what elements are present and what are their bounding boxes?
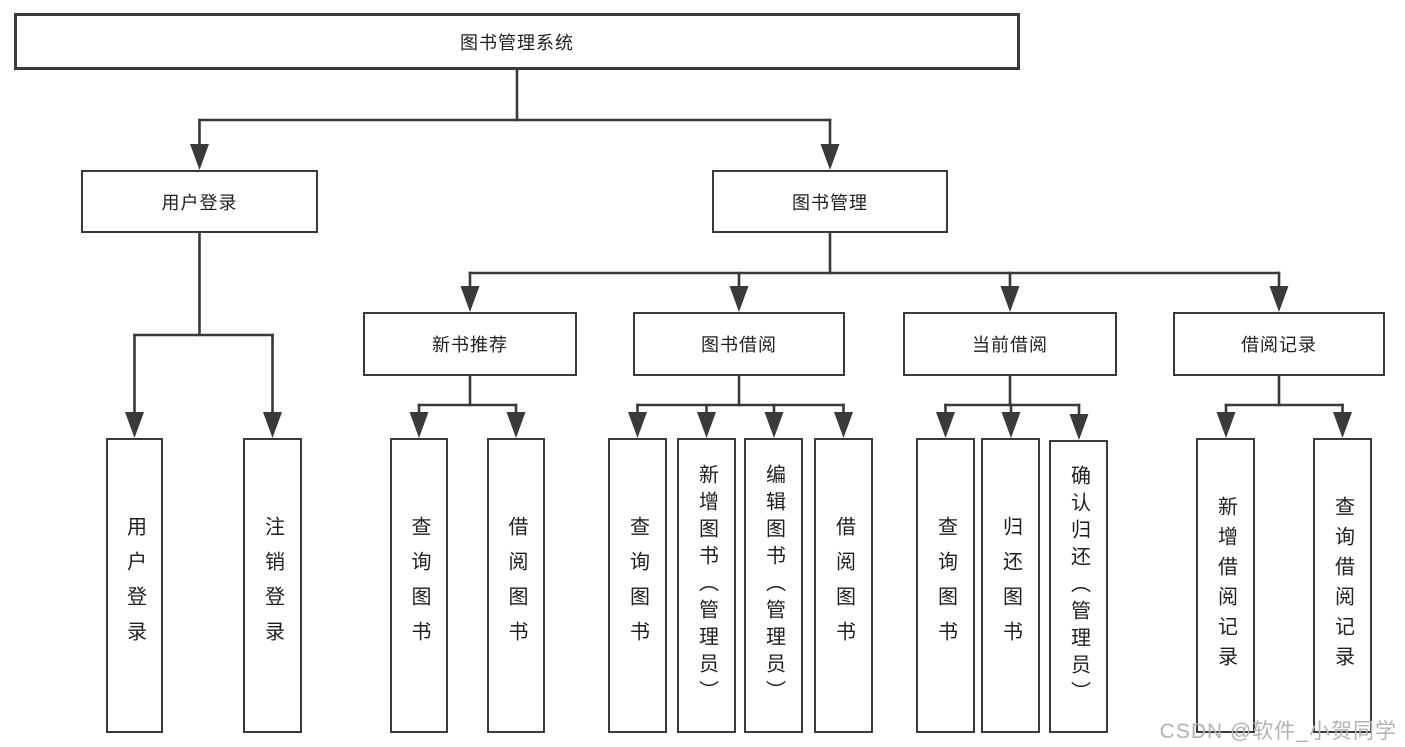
leaf-bb-borrow-book: 借阅图书	[814, 438, 873, 733]
leaf-cb-query-book: 查询图书	[916, 438, 975, 733]
leaf-cb-confirm-return-admin: 确认归还（管理员）	[1049, 440, 1108, 733]
node-borrow-records-label: 借阅记录	[1241, 335, 1317, 355]
connectors-user-login	[125, 231, 282, 438]
node-book-borrow: 图书借阅	[633, 312, 845, 376]
leaf-cb-confirm-return-admin-label: 确认归还（管理员）	[1067, 465, 1090, 708]
node-book-management: 图书管理	[712, 170, 948, 233]
leaf-user-login: 用户登录	[106, 438, 163, 733]
node-borrow-records: 借阅记录	[1173, 312, 1385, 376]
leaf-bb-edit-book-admin: 编辑图书（管理员）	[744, 438, 803, 733]
node-user-login: 用户登录	[81, 170, 318, 233]
leaf-bb-query-book: 查询图书	[608, 438, 667, 733]
connectors-book-management	[460, 231, 1289, 312]
node-root-label: 图书管理系统	[460, 32, 574, 53]
leaf-user-login-label: 用户登录	[123, 515, 146, 656]
leaf-bb-borrow-book-label: 借阅图书	[832, 515, 855, 656]
node-new-book-recommend-label: 新书推荐	[432, 335, 508, 355]
leaf-bb-add-book-admin: 新增图书（管理员）	[677, 438, 736, 733]
node-current-borrow: 当前借阅	[903, 312, 1117, 376]
connectors-current-borrow	[936, 374, 1089, 440]
leaf-cb-return-book: 归还图书	[981, 438, 1040, 733]
leaf-logout-login: 注销登录	[243, 438, 302, 733]
leaf-br-query-record-label: 查询借阅记录	[1331, 495, 1354, 676]
node-current-borrow-label: 当前借阅	[972, 335, 1048, 355]
leaf-br-add-record: 新增借阅记录	[1196, 438, 1255, 733]
leaf-cb-query-book-label: 查询图书	[934, 515, 957, 656]
leaf-bb-query-book-label: 查询图书	[626, 515, 649, 656]
node-book-management-label: 图书管理	[792, 192, 868, 213]
leaf-br-add-record-label: 新增借阅记录	[1214, 495, 1237, 676]
leaf-nbr-query-book-label: 查询图书	[408, 515, 430, 656]
connectors-book-borrow	[628, 374, 853, 438]
leaf-cb-return-book-label: 归还图书	[999, 515, 1022, 656]
leaf-br-query-record: 查询借阅记录	[1313, 438, 1372, 733]
leaf-bb-add-book-admin-label: 新增图书（管理员）	[695, 464, 718, 707]
leaf-logout-login-label: 注销登录	[261, 515, 284, 656]
leaf-nbr-borrow-book-label: 借阅图书	[505, 515, 527, 656]
node-new-book-recommend: 新书推荐	[363, 312, 577, 376]
connectors-new-book-rec	[409, 374, 526, 438]
node-book-borrow-label: 图书借阅	[701, 335, 777, 355]
connectors-borrow-records	[1216, 374, 1352, 438]
csdn-watermark: CSDN @软件_小贺同学	[1159, 720, 1397, 743]
node-user-login-label: 用户登录	[161, 192, 238, 213]
connectors-root	[190, 68, 840, 170]
node-root-system: 图书管理系统	[14, 13, 1020, 70]
leaf-bb-edit-book-admin-label: 编辑图书（管理员）	[762, 464, 785, 707]
leaf-nbr-borrow-book: 借阅图书	[487, 438, 545, 733]
leaf-nbr-query-book: 查询图书	[390, 438, 448, 733]
